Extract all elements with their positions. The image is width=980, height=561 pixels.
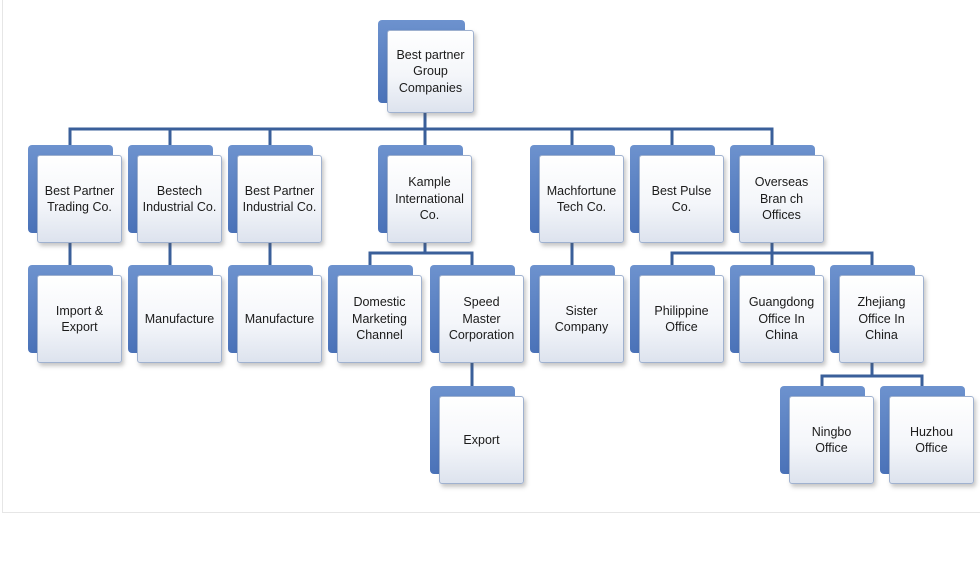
node-domestic-marketing-label: Domestic Marketing Channel: [337, 275, 422, 363]
node-machfortune-tech-label: Machfortune Tech Co.: [539, 155, 624, 243]
node-best-pulse: Best Pulse Co.: [630, 145, 724, 243]
node-huzhou-office-label: Huzhou Office: [889, 396, 974, 484]
node-ningbo-office-label: Ningbo Office: [789, 396, 874, 484]
node-manufacture-2-label: Manufacture: [237, 275, 322, 363]
node-philippine-office: Philippine Office: [630, 265, 724, 363]
node-kample-international-label: Kample International Co.: [387, 155, 472, 243]
node-export-label: Export: [439, 396, 524, 484]
node-sister-company: Sister Company: [530, 265, 624, 363]
node-guangdong-office: Guangdong Office In China: [730, 265, 824, 363]
node-manufacture-1-label: Manufacture: [137, 275, 222, 363]
node-manufacture-1: Manufacture: [128, 265, 222, 363]
node-best-pulse-label: Best Pulse Co.: [639, 155, 724, 243]
node-best-partner-trading: Best Partner Trading Co.: [28, 145, 122, 243]
node-import-export: Import & Export: [28, 265, 122, 363]
node-sister-company-label: Sister Company: [539, 275, 624, 363]
node-overseas-branch: Overseas Bran ch Offices: [730, 145, 824, 243]
node-bestech-industrial: Bestech Industrial Co.: [128, 145, 222, 243]
node-kample-international: Kample International Co.: [378, 145, 472, 243]
node-root-label: Best partner Group Companies: [387, 30, 474, 113]
node-root: Best partner Group Companies: [378, 20, 474, 113]
node-machfortune-tech: Machfortune Tech Co.: [530, 145, 624, 243]
node-manufacture-2: Manufacture: [228, 265, 322, 363]
node-speed-master: Speed Master Corporation: [430, 265, 524, 363]
node-ningbo-office: Ningbo Office: [780, 386, 874, 484]
node-overseas-branch-label: Overseas Bran ch Offices: [739, 155, 824, 243]
node-export: Export: [430, 386, 524, 484]
node-domestic-marketing: Domestic Marketing Channel: [328, 265, 422, 363]
node-zhejiang-office: Zhejiang Office In China: [830, 265, 924, 363]
node-philippine-office-label: Philippine Office: [639, 275, 724, 363]
node-best-partner-industrial-label: Best Partner Industrial Co.: [237, 155, 322, 243]
node-huzhou-office: Huzhou Office: [880, 386, 974, 484]
node-guangdong-office-label: Guangdong Office In China: [739, 275, 824, 363]
node-import-export-label: Import & Export: [37, 275, 122, 363]
node-speed-master-label: Speed Master Corporation: [439, 275, 524, 363]
node-zhejiang-office-label: Zhejiang Office In China: [839, 275, 924, 363]
node-bestech-industrial-label: Bestech Industrial Co.: [137, 155, 222, 243]
node-best-partner-trading-label: Best Partner Trading Co.: [37, 155, 122, 243]
node-best-partner-industrial: Best Partner Industrial Co.: [228, 145, 322, 243]
